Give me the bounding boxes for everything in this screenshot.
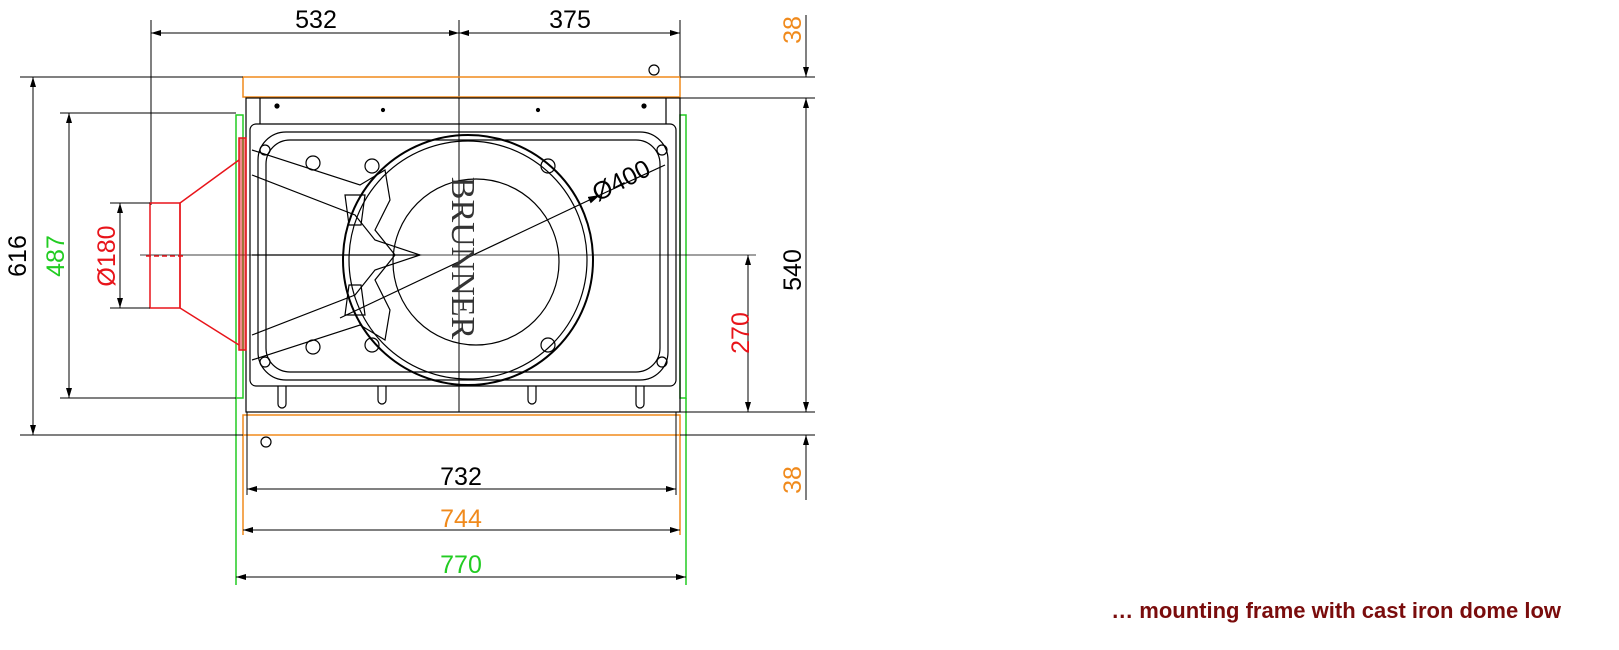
brand-logo: BRUNNER xyxy=(444,177,481,340)
dim-270: 270 xyxy=(727,312,755,354)
dim-744: 744 xyxy=(440,505,482,533)
caption: … mounting frame with cast iron dome low xyxy=(1111,598,1561,623)
flue-connector xyxy=(146,137,247,351)
mounting-frame xyxy=(242,76,681,535)
dim-right xyxy=(680,15,815,500)
dim-frame-top: 38 xyxy=(779,16,807,44)
dim-732: 732 xyxy=(440,463,482,491)
dim-487: 487 xyxy=(42,235,70,277)
dim-616: 616 xyxy=(4,235,32,277)
dim-top xyxy=(150,20,681,412)
dim-532: 532 xyxy=(295,6,337,34)
dim-540: 540 xyxy=(779,249,807,291)
dim-dome-diameter: Ø400 xyxy=(588,155,655,208)
dim-375: 375 xyxy=(549,6,591,34)
dim-frame-bottom: 38 xyxy=(779,466,807,494)
dim-left xyxy=(20,76,243,436)
stove-body xyxy=(140,64,756,448)
dim-pipe-diameter: Ø180 xyxy=(93,225,121,286)
dim-bottom xyxy=(236,412,686,580)
dim-770: 770 xyxy=(440,551,482,579)
